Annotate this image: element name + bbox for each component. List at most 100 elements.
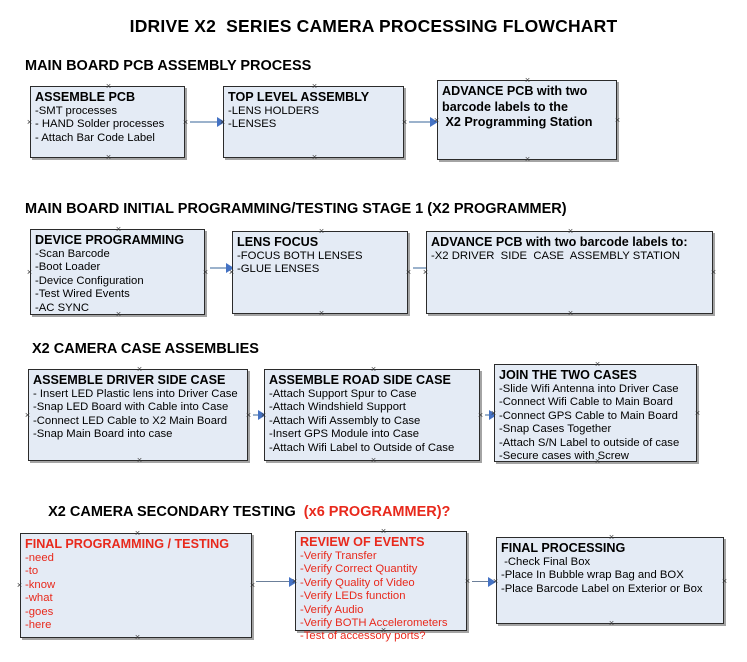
resize-handle-left[interactable] [422, 269, 429, 276]
node-line: - Insert LED Plastic lens into Driver Ca… [33, 388, 238, 400]
connector-device-programming-to-lens-focus[interactable] [210, 267, 231, 269]
resize-handle-right[interactable] [477, 412, 484, 419]
resize-handle-bottom[interactable] [115, 311, 122, 318]
resize-handle-right[interactable] [249, 582, 256, 589]
resize-handle-top[interactable] [318, 228, 325, 235]
node-assemble-pcb[interactable]: ASSEMBLE PCB -SMT processes - HAND Solde… [30, 86, 185, 158]
resize-handle-bottom[interactable] [311, 154, 318, 161]
resize-handle-bottom[interactable] [608, 620, 615, 627]
node-line: -Boot Loader [35, 261, 101, 274]
resize-handle-bottom[interactable] [567, 310, 574, 317]
node-lens-focus[interactable]: LENS FOCUS -FOCUS BOTH LENSES -GLUE LENS… [232, 231, 408, 314]
resize-handle-top[interactable] [134, 530, 141, 537]
node-line: -Verify Correct Quantity [300, 563, 418, 576]
node-line: -know [25, 578, 56, 591]
resize-handle-bottom[interactable] [318, 310, 325, 317]
node-line: -LENS HOLDERS [228, 105, 320, 117]
resize-handle-bottom[interactable] [136, 457, 143, 464]
resize-handle-bottom[interactable] [380, 627, 387, 634]
node-line-overflow: -Test of accessory ports? [300, 630, 426, 643]
node-line: -Insert GPS Module into Case [269, 428, 420, 441]
resize-handle-bottom[interactable] [594, 458, 601, 465]
node-line: -Snap Main Board into case [33, 428, 173, 441]
node-line: -AC SYNC [35, 301, 89, 314]
resize-handle-left[interactable] [433, 117, 440, 124]
node-line: - Attach Bar Code Label [35, 131, 155, 144]
resize-handle-top[interactable] [311, 83, 318, 90]
resize-handle-bottom[interactable] [105, 154, 112, 161]
resize-handle-left[interactable] [260, 412, 267, 419]
node-top-level-assembly[interactable]: TOP LEVEL ASSEMBLY -LENS HOLDERS -LENSES [223, 86, 404, 158]
resize-handle-left[interactable] [228, 269, 235, 276]
connector-final-programming-to-review-of-events[interactable] [256, 581, 296, 582]
resize-handle-right[interactable] [614, 117, 621, 124]
node-line: -Attach S/N Label to outside of case [499, 436, 680, 449]
resize-handle-right[interactable] [405, 269, 412, 276]
node-final-programming-testing[interactable]: FINAL PROGRAMMING / TESTING -need -to -k… [20, 533, 252, 638]
resize-handle-top[interactable] [594, 361, 601, 368]
resize-handle-bottom[interactable] [370, 457, 377, 464]
resize-handle-left[interactable] [492, 578, 499, 585]
section-heading-accent: (x6 PROGRAMMER)? [303, 504, 451, 520]
node-title: JOIN THE TWO CASES [499, 368, 637, 382]
node-review-of-events[interactable]: REVIEW OF EVENTS -Verify Transfer -Verif… [295, 528, 467, 642]
node-line: -Verify Audio [300, 603, 364, 616]
resize-handle-left[interactable] [26, 269, 33, 276]
resize-handle-top[interactable] [380, 528, 387, 535]
node-title: ADVANCE PCB with two barcode labels to t… [442, 84, 593, 129]
resize-handle-bottom[interactable] [524, 156, 531, 163]
node-line: -Snap LED Board with Cable into Case [33, 401, 229, 414]
node-line: -Attach Wifi Label to Outside of Case [269, 441, 455, 454]
node-final-processing[interactable]: FINAL PROCESSING -Check Final Box -Place… [496, 537, 724, 624]
resize-handle-left[interactable] [291, 578, 298, 585]
resize-handle-left[interactable] [219, 119, 226, 126]
node-line: -Secure cases with Screw [499, 450, 629, 463]
resize-handle-top[interactable] [524, 77, 531, 84]
node-line: -Check Final Box [501, 556, 591, 568]
resize-handle-top[interactable] [567, 228, 574, 235]
node-advance-pcb-driver-side-case-station[interactable]: ADVANCE PCB with two barcode labels to: … [426, 231, 713, 314]
node-assemble-road-side-case[interactable]: ASSEMBLE ROAD SIDE CASE -Attach Support … [264, 369, 480, 461]
node-line: -what [25, 592, 53, 605]
node-line: -Place Barcode Label on Exterior or Box [501, 582, 703, 595]
resize-handle-right[interactable] [694, 410, 701, 417]
node-title: ASSEMBLE PCB [35, 90, 136, 104]
resize-handle-right[interactable] [202, 269, 209, 276]
node-line: -Scan Barcode [35, 248, 110, 260]
resize-handle-bottom[interactable] [134, 634, 141, 641]
resize-handle-left[interactable] [26, 119, 33, 126]
resize-handle-right[interactable] [721, 578, 728, 585]
node-line: -X2 DRIVER SIDE CASE ASSEMBLY STATION [431, 250, 681, 262]
node-title: ADVANCE PCB with two barcode labels to: [431, 235, 688, 249]
resize-handle-right[interactable] [710, 269, 717, 276]
resize-handle-right[interactable] [401, 119, 408, 126]
resize-handle-top[interactable] [370, 366, 377, 373]
node-title: REVIEW OF EVENTS [300, 535, 425, 549]
node-advance-pcb-programming-station[interactable]: ADVANCE PCB with two barcode labels to t… [437, 80, 617, 160]
connector-assemble-pcb-to-top-level[interactable] [190, 121, 220, 123]
node-line: -Device Configuration [35, 274, 144, 287]
node-assemble-driver-side-case[interactable]: ASSEMBLE DRIVER SIDE CASE - Insert LED P… [28, 369, 248, 461]
resize-handle-left[interactable] [24, 412, 31, 419]
resize-handle-top[interactable] [136, 366, 143, 373]
resize-handle-right[interactable] [464, 578, 471, 585]
node-line: -Connect Wifi Cable to Main Board [499, 396, 673, 409]
node-line: -Attach Windshield Support [269, 401, 406, 414]
node-line: -Snap Cases Together [499, 423, 612, 436]
section-heading-text: X2 CAMERA SECONDARY TESTING [48, 504, 304, 520]
resize-handle-top[interactable] [115, 226, 122, 233]
node-device-programming[interactable]: DEVICE PROGRAMMING -Scan Barcode -Boot L… [30, 229, 205, 315]
resize-handle-right[interactable] [245, 412, 252, 419]
resize-handle-left[interactable] [16, 582, 23, 589]
node-line: -SMT processes [35, 105, 118, 117]
node-line: -GLUE LENSES [237, 263, 320, 276]
node-title: ASSEMBLE DRIVER SIDE CASE [33, 373, 226, 387]
resize-handle-left[interactable] [490, 410, 497, 417]
resize-handle-top[interactable] [608, 534, 615, 541]
resize-handle-top[interactable] [105, 83, 112, 90]
connector-review-of-events-to-final-processing[interactable] [472, 581, 494, 582]
connector-top-level-to-advance-pcb[interactable] [409, 121, 434, 123]
node-join-the-two-cases[interactable]: JOIN THE TWO CASES -Slide Wifi Antenna i… [494, 364, 697, 462]
resize-handle-right[interactable] [182, 119, 189, 126]
